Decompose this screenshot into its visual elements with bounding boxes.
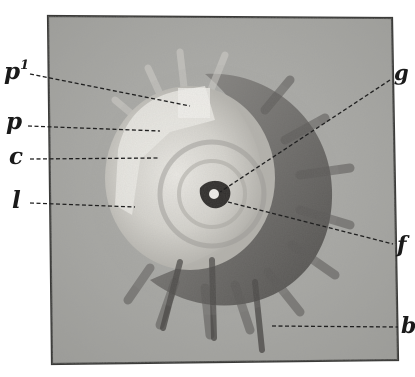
label-p: p xyxy=(6,108,22,135)
label-c: c xyxy=(9,143,23,170)
label-b: b xyxy=(401,313,415,339)
label-g: g xyxy=(394,60,409,85)
label-p1: p1 xyxy=(4,58,29,85)
label-f: f xyxy=(395,232,410,258)
label-l: l xyxy=(12,187,21,214)
